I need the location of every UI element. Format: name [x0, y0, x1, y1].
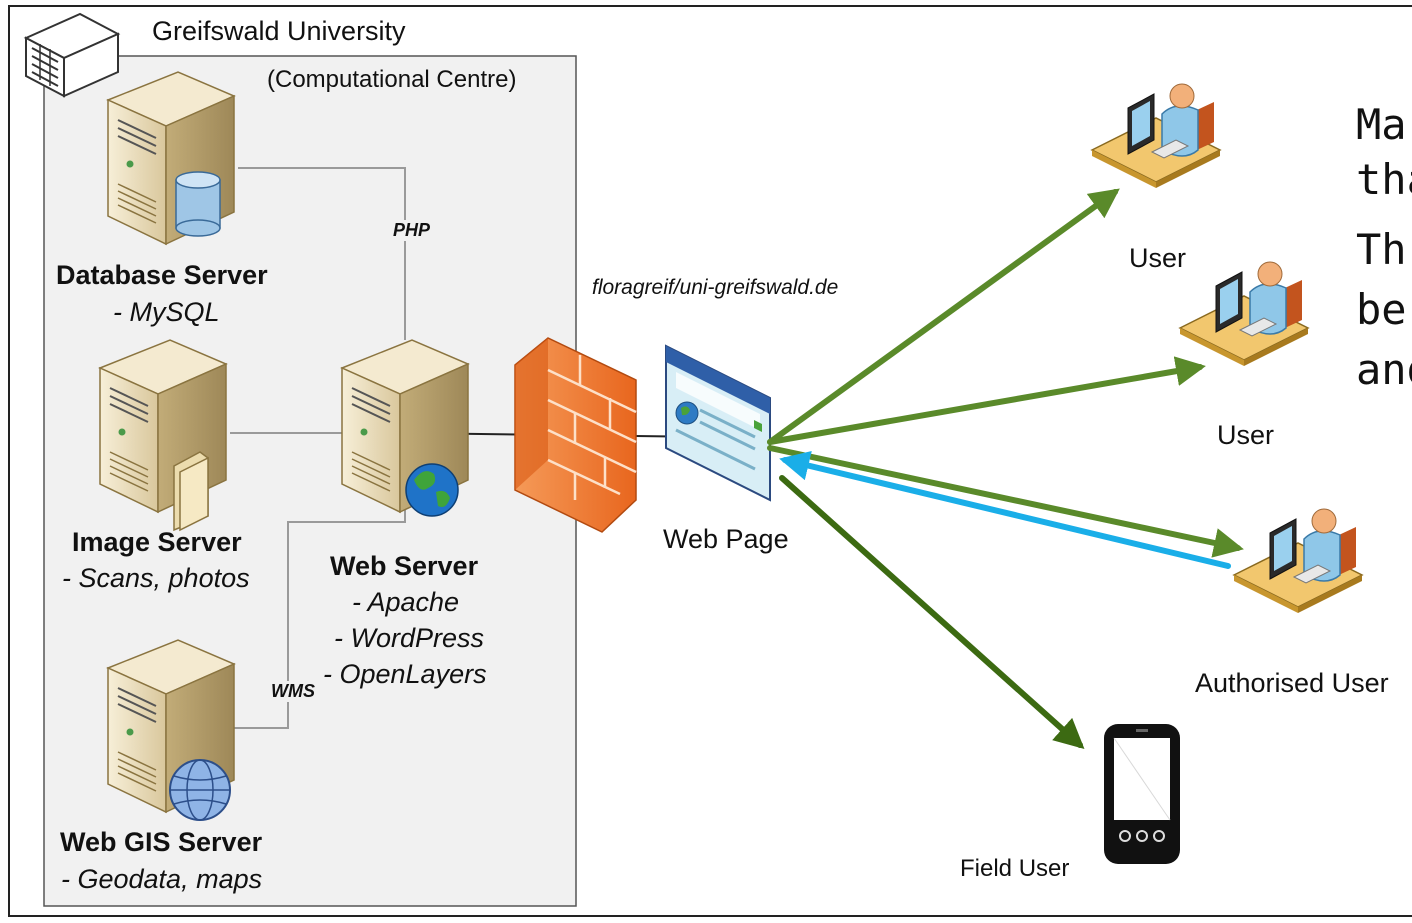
field-user-label: Field User [960, 855, 1070, 882]
diagram-frame [8, 5, 1412, 917]
folder-icon [173, 451, 209, 532]
side-text-line-3: Th [1356, 225, 1407, 274]
php-connection-tag: PHP [391, 220, 433, 241]
globe-icon [405, 463, 459, 517]
side-text-line-4: be [1356, 285, 1407, 334]
web-server-icon [340, 339, 470, 517]
gis-server-title: Web GIS Server [60, 827, 263, 857]
web-server-title: Web Server [330, 551, 479, 581]
wireframe-globe-icon [169, 759, 231, 821]
computational-centre-label: (Computational Centre) [267, 66, 517, 93]
web-server-detail-openlayers: - OpenLayers [323, 659, 487, 689]
gis-server-detail: - Geodata, maps [61, 864, 263, 894]
firewall-icon [514, 337, 637, 533]
university-label: Greifswald University [152, 16, 406, 46]
database-server-detail: - MySQL [113, 297, 220, 327]
authorised-user-workstation-icon [1232, 508, 1364, 613]
webpage-icon[interactable] [665, 344, 771, 502]
authorised-user-label: Authorised User [1195, 668, 1389, 698]
arrow-to-user-2 [767, 356, 1206, 445]
phone-icon [1104, 724, 1180, 864]
database-icon [175, 171, 221, 237]
webpage-label: Web Page [663, 524, 789, 554]
side-text-line-5: and [1356, 345, 1412, 394]
user-2-label: User [1217, 420, 1275, 450]
web-server-detail-apache: - Apache [352, 587, 460, 617]
database-server-icon [106, 71, 236, 246]
data-flow-arrows [767, 188, 1244, 750]
side-text-line-2: tha [1356, 155, 1412, 204]
side-text-line-1: Ma [1356, 100, 1407, 149]
site-url[interactable]: floragreif/uni-greifswald.de [592, 276, 839, 299]
database-server-title: Database Server [56, 260, 268, 290]
web-server-detail-wordpress: - WordPress [334, 623, 485, 653]
arrow-to-authorised-user [767, 445, 1244, 558]
arrow-to-field-user [779, 475, 1085, 750]
internal-connections [228, 167, 406, 729]
image-server-detail: - Scans, photos [62, 563, 250, 593]
gis-server-icon [106, 639, 236, 821]
image-server-icon [98, 339, 228, 532]
building-icon [23, 12, 121, 98]
user-1-workstation-icon [1090, 83, 1222, 188]
user-1-label: User [1129, 243, 1187, 273]
user-2-workstation-icon [1178, 261, 1310, 366]
arrow-from-authorised-user [779, 450, 1231, 569]
image-server-title: Image Server [72, 527, 242, 557]
arrow-to-user-1 [767, 188, 1120, 445]
wms-connection-tag: WMS [269, 681, 317, 702]
